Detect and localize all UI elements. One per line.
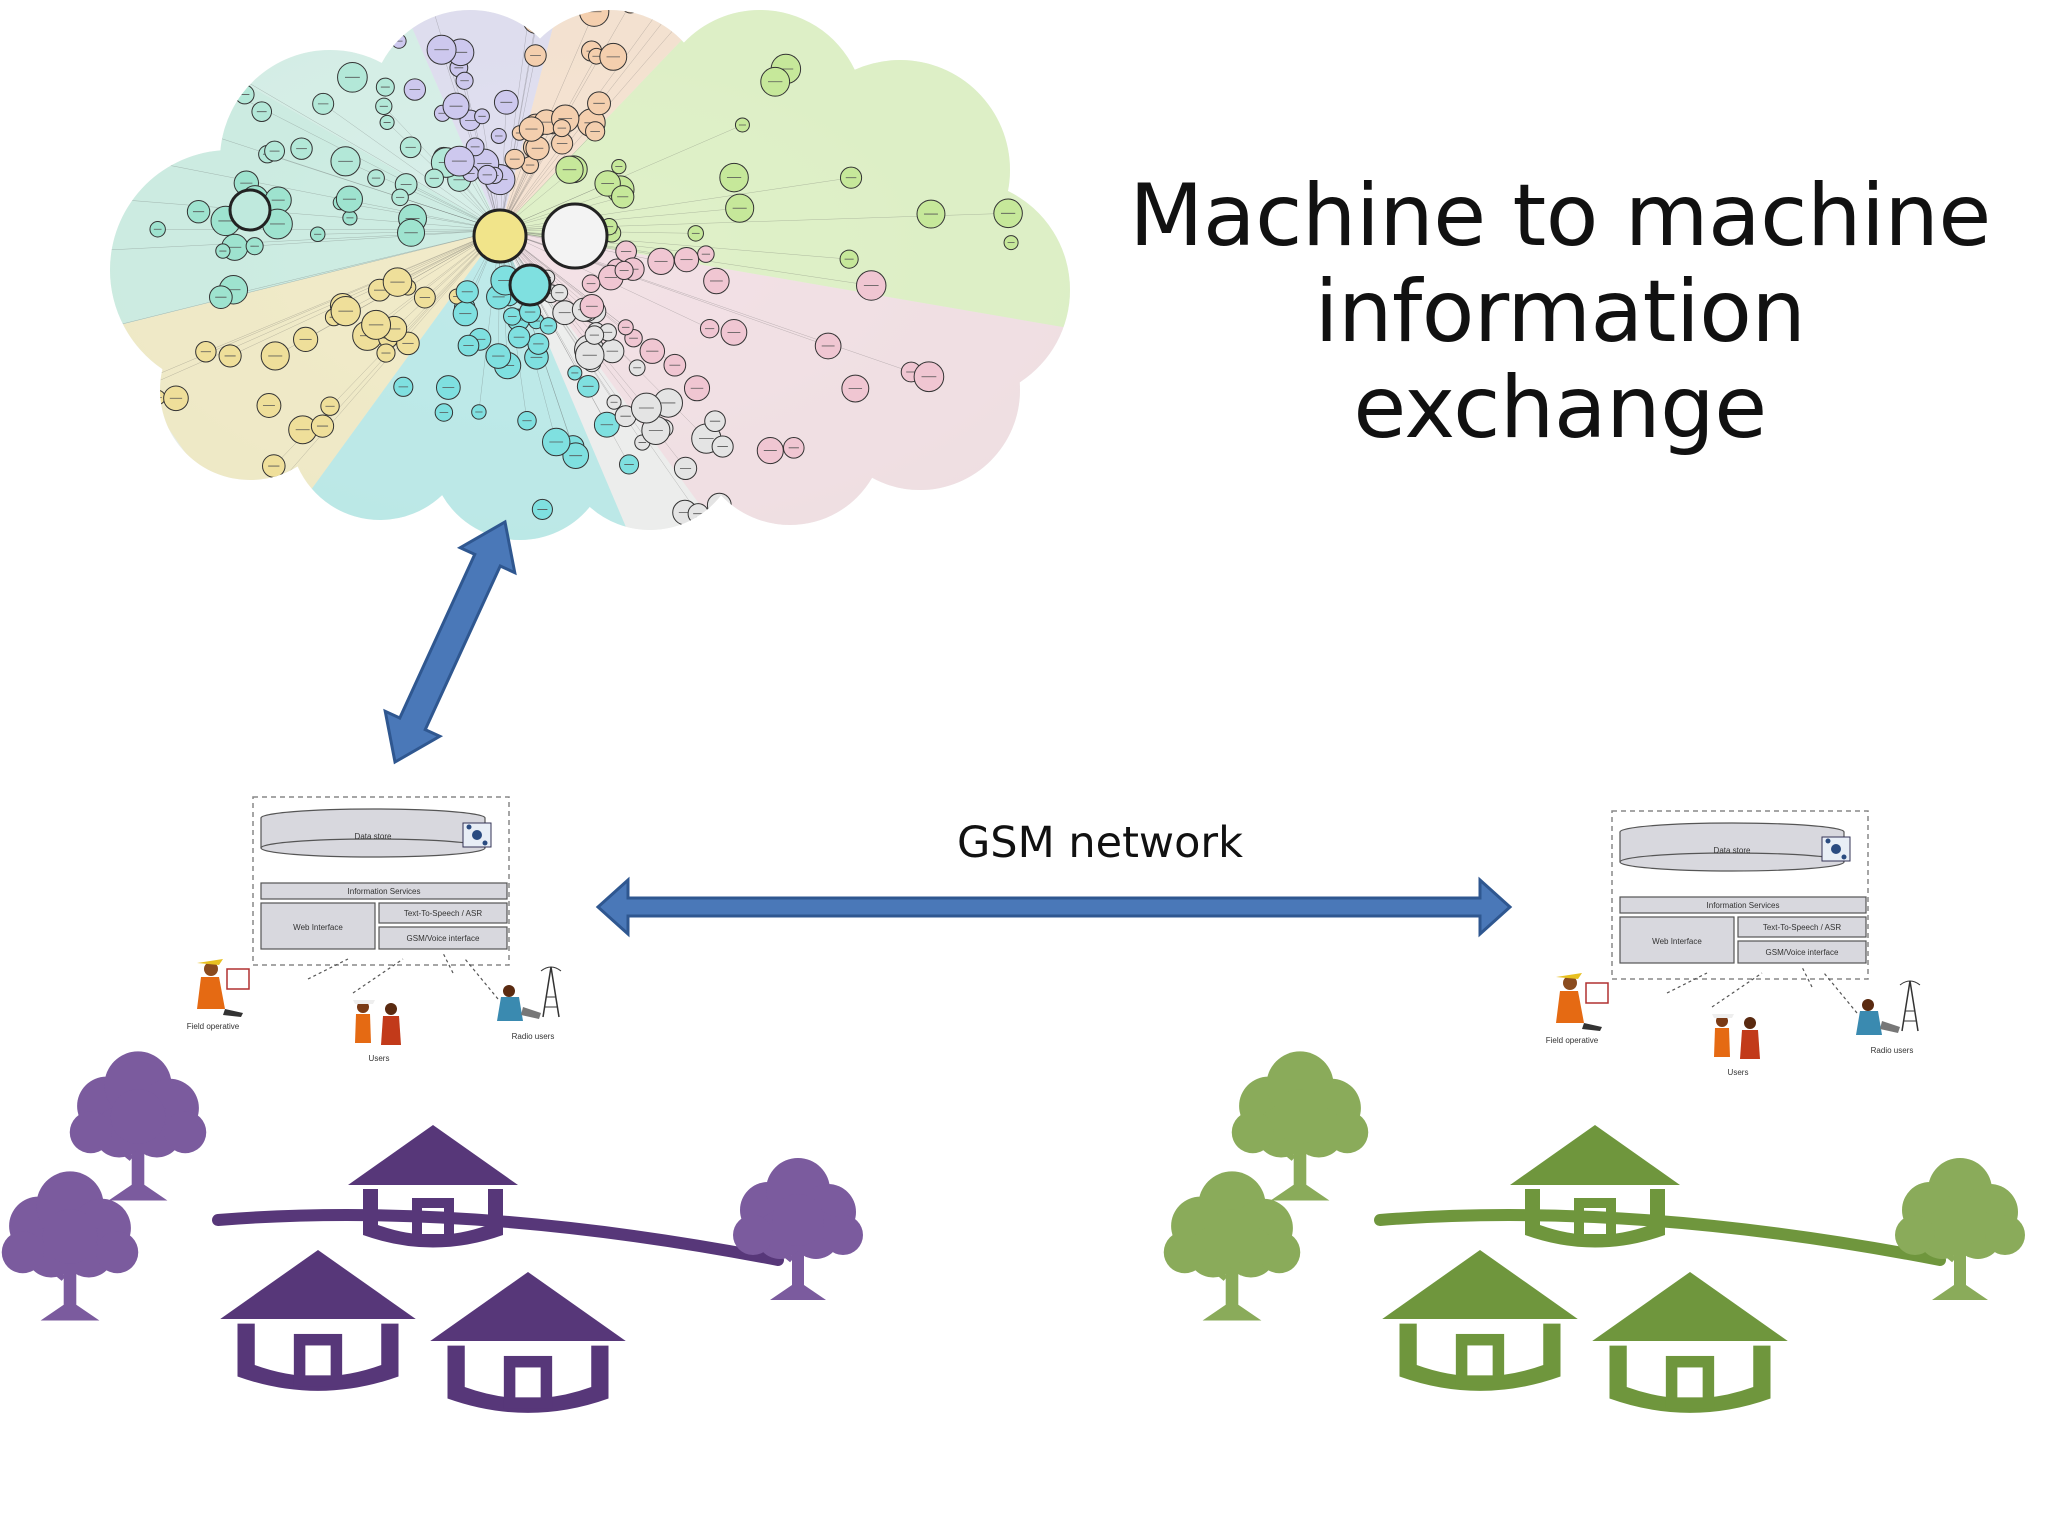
info-services-label: Information Services — [1707, 901, 1780, 910]
radio-tower-icon — [1899, 980, 1921, 1032]
hut-icon — [1592, 1272, 1788, 1413]
tree-icon — [1895, 1158, 2025, 1300]
web-interface-label: Web Interface — [293, 923, 343, 932]
radio-users-label: Radio users — [1871, 1046, 1914, 1055]
linked-data-cloud — [110, 10, 1070, 540]
gsm-voice-label: GSM/Voice interface — [1766, 948, 1839, 957]
field-operative-figure: Field operative — [187, 959, 250, 1031]
cloud-node-network — [110, 10, 1023, 526]
radio-users-figure: Radio users — [497, 966, 562, 1041]
tree-icon — [1, 1171, 139, 1321]
tree-icon — [733, 1158, 863, 1300]
data-store-cylinder: Data store — [1619, 822, 1851, 872]
right-system-stack: Data store Information Services Web Inte… — [1546, 810, 1921, 1077]
village-right — [1163, 1051, 2025, 1413]
hut-icon — [1510, 1125, 1680, 1248]
gsm-voice-label: GSM/Voice interface — [407, 934, 480, 943]
title-line-1: Machine to machine — [1129, 166, 1991, 266]
users-figures: Users — [1712, 1014, 1760, 1077]
hut-icon — [430, 1272, 626, 1413]
village-left — [1, 1051, 863, 1413]
data-store-label: Data store — [1714, 846, 1751, 855]
hut-icon — [220, 1250, 416, 1391]
field-operative-figure: Field operative — [1546, 973, 1609, 1045]
tree-icon — [1163, 1171, 1301, 1321]
radio-tower-icon — [540, 966, 562, 1018]
database-icon — [462, 822, 492, 848]
cloud-nodes — [110, 10, 1023, 526]
gsm-network-arrow — [595, 876, 1513, 938]
database-icon — [1821, 836, 1851, 862]
field-operative-label: Field operative — [1546, 1036, 1599, 1045]
info-services-label: Information Services — [348, 887, 421, 896]
tree-icon — [1231, 1051, 1369, 1201]
slide-title: Machine to machine information exchange — [1120, 168, 2000, 456]
users-label: Users — [1728, 1068, 1749, 1077]
hut-icon — [348, 1125, 518, 1248]
users-label: Users — [369, 1054, 390, 1063]
left-system-stack: Data store Information Services Web Inte… — [187, 796, 562, 1063]
radio-users-figure: Radio users — [1856, 980, 1921, 1055]
village-path — [212, 1209, 784, 1266]
tts-label: Text-To-Speech / ASR — [404, 909, 482, 918]
web-interface-label: Web Interface — [1652, 937, 1702, 946]
hut-icon — [1382, 1250, 1578, 1391]
cloud-to-server-arrow — [383, 519, 517, 765]
users-figures: Users — [353, 1000, 401, 1063]
tree-icon — [69, 1051, 207, 1201]
field-operative-label: Field operative — [187, 1022, 240, 1031]
radio-users-label: Radio users — [512, 1032, 555, 1041]
data-store-cylinder: Data store — [260, 808, 492, 858]
gsm-network-label: GSM network — [956, 818, 1243, 868]
tts-label: Text-To-Speech / ASR — [1763, 923, 1841, 932]
village-path — [1374, 1209, 1946, 1266]
data-store-label: Data store — [355, 832, 392, 841]
title-line-2: information exchange — [1314, 262, 1806, 458]
